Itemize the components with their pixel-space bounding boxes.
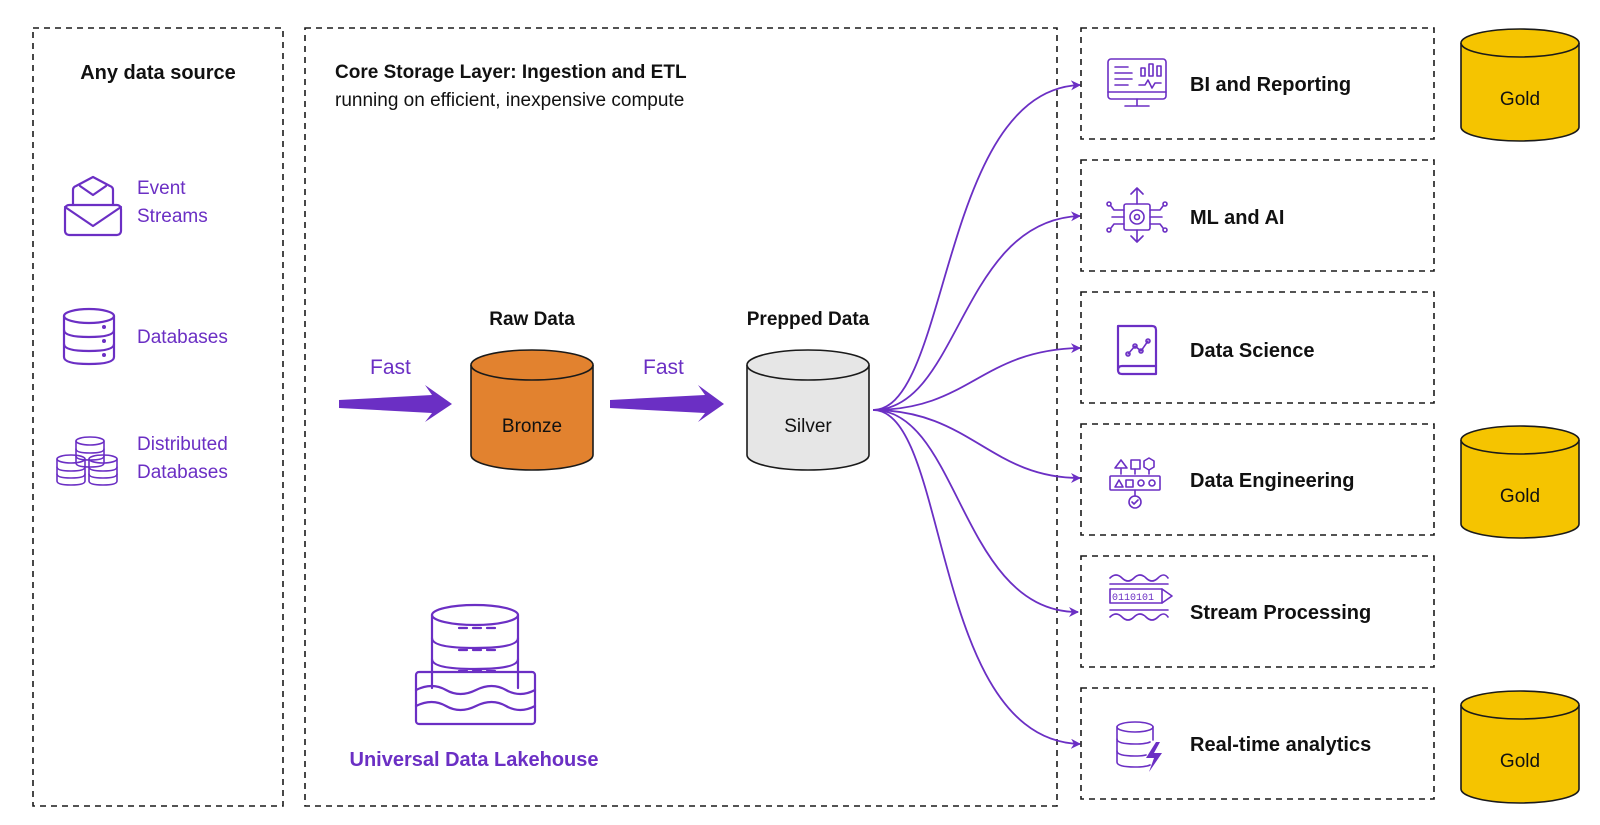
- mail-stack-icon: [63, 175, 123, 237]
- dashboard-monitor-icon: [1107, 58, 1167, 107]
- source-label-line1: Event: [137, 178, 186, 199]
- consumer-label: ML and AI: [1190, 207, 1284, 229]
- bronze-label: Bronze: [502, 416, 562, 437]
- source-label-line1: Databases: [137, 327, 228, 348]
- source-label-line1: Distributed: [137, 434, 228, 455]
- database-lightning-icon: [1116, 721, 1162, 772]
- gold-cylinder: [1460, 425, 1580, 539]
- fast-label: Fast: [370, 356, 411, 379]
- consumer-box: [1080, 687, 1435, 800]
- fast-label: Fast: [643, 356, 684, 379]
- fanout-connectors: [872, 80, 1081, 749]
- core-subtitle: running on efficient, inexpensive comput…: [335, 90, 684, 111]
- raw-data-title: Raw Data: [489, 309, 575, 330]
- gold-label: Gold: [1500, 486, 1540, 507]
- consumer-box: [1080, 27, 1435, 140]
- source-label-line2: Databases: [137, 462, 228, 483]
- gold-label: Gold: [1500, 751, 1540, 772]
- sources-panel: [32, 27, 284, 807]
- source-label-line2: Streams: [137, 206, 208, 227]
- consumer-label: Real-time analytics: [1190, 734, 1371, 756]
- gold-label: Gold: [1500, 89, 1540, 110]
- fast-arrow: [610, 385, 724, 422]
- gold-cylinder: [1460, 28, 1580, 142]
- fast-arrow: [339, 385, 452, 422]
- distributed-databases-icon: [56, 436, 118, 486]
- bronze-cylinder: [470, 349, 594, 471]
- consumer-box: [1080, 159, 1435, 272]
- core-storage-panel: [304, 27, 1058, 807]
- sources-title: Any data source: [80, 62, 236, 84]
- book-chart-icon: [1116, 324, 1158, 376]
- consumer-label: Data Engineering: [1190, 470, 1354, 492]
- core-title: Core Storage Layer: Ingestion and ETL: [335, 62, 687, 83]
- lakehouse-label: Universal Data Lakehouse: [350, 749, 599, 771]
- binary-stream-icon: 0110101: [1109, 574, 1173, 621]
- gold-cylinder: [1460, 690, 1580, 804]
- silver-label: Silver: [784, 416, 832, 437]
- consumer-box: [1080, 555, 1435, 668]
- lakehouse-database-icon: [414, 603, 537, 726]
- database-icon: [62, 307, 116, 366]
- chip-gear-icon: [1106, 187, 1168, 243]
- silver-cylinder: [746, 349, 870, 471]
- consumer-label: Stream Processing: [1190, 602, 1371, 624]
- pipeline-shapes-icon: [1109, 457, 1161, 509]
- svg-text:0110101: 0110101: [1112, 593, 1154, 604]
- prepped-data-title: Prepped Data: [747, 309, 870, 330]
- consumer-label: BI and Reporting: [1190, 74, 1351, 96]
- consumer-box: [1080, 423, 1435, 536]
- consumer-label: Data Science: [1190, 340, 1315, 362]
- consumer-box: [1080, 291, 1435, 404]
